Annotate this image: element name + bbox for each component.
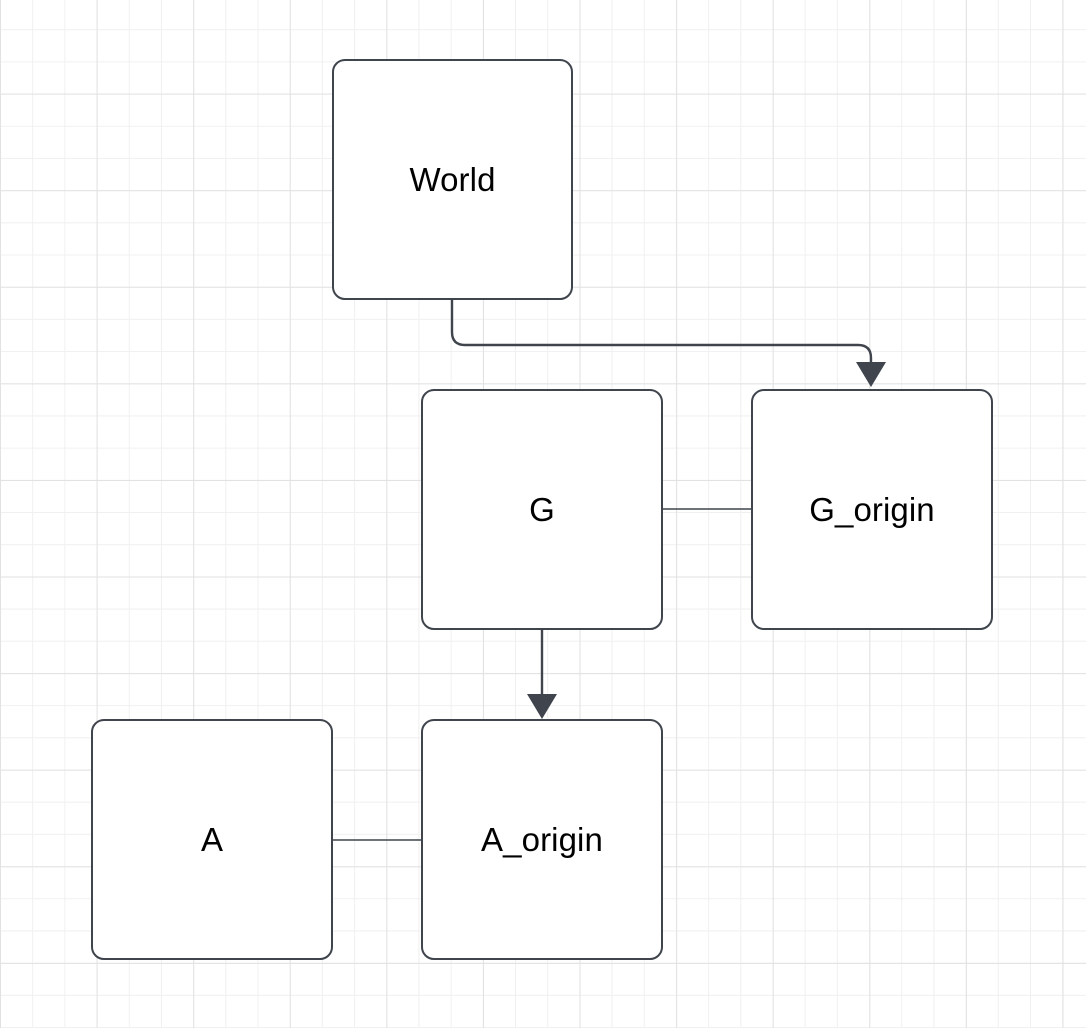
node-g-origin[interactable]: G_origin [751, 389, 993, 630]
node-label-g-origin: G_origin [809, 491, 935, 528]
node-label-world: World [409, 161, 496, 198]
edge-world-to-g_origin[interactable] [450, 300, 873, 362]
node-a[interactable]: A [91, 719, 333, 960]
node-label-g: G [529, 491, 555, 528]
arrowhead-g-to-a_origin [527, 694, 557, 719]
node-g[interactable]: G [421, 389, 663, 630]
node-a-origin[interactable]: A_origin [421, 719, 663, 960]
arrowhead-world-to-g_origin [856, 362, 886, 387]
node-label-a-origin: A_origin [481, 821, 603, 858]
node-label-a: A [200, 821, 224, 858]
node-world[interactable]: World [332, 59, 573, 300]
